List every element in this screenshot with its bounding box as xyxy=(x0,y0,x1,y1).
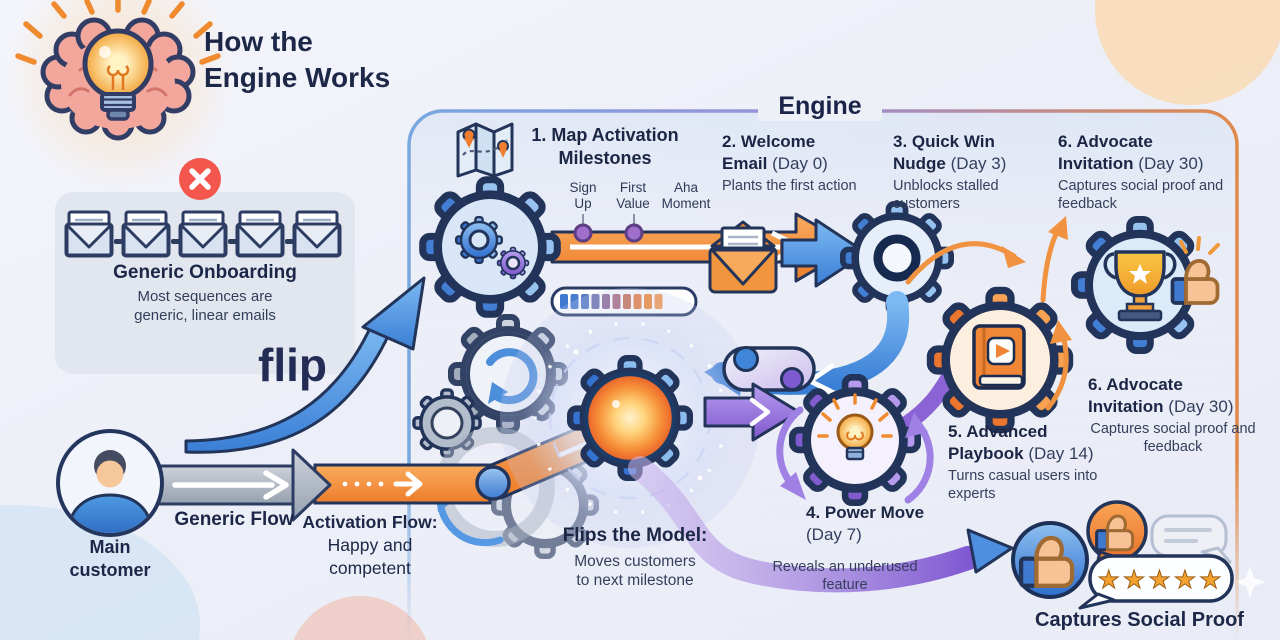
flow-dots xyxy=(342,471,423,497)
star-rating: ★★★★★ xyxy=(1097,565,1224,594)
step-6-top-title: 6. Advocate Invitation xyxy=(1058,132,1153,174)
sparkle-icon xyxy=(1234,566,1266,598)
email-sequence-icons xyxy=(64,210,342,258)
generic-flow-arrow xyxy=(156,448,332,522)
social-proof-caption: Captures Social Proof xyxy=(1035,609,1244,631)
step-6-top-block: 6. Advocate Invitation (Day 30) Captures… xyxy=(1058,131,1230,214)
flips-model-title: Flips the Model: xyxy=(562,525,708,546)
step-2-block: 2. Welcome Email (Day 0) Plants the firs… xyxy=(722,131,860,196)
step-5-day: (Day 14) xyxy=(1028,444,1094,464)
step-6-mid-day: (Day 30) xyxy=(1168,397,1234,417)
step-1-title: 1. Map Activation Milestones xyxy=(531,125,679,169)
arrow-central-to-power xyxy=(703,382,801,442)
activation-flow-label-bold: Activation Flow: xyxy=(302,512,438,532)
step-6-top-day: (Day 30) xyxy=(1138,154,1204,174)
step-4-title-block: 4. Power Move (Day 7) xyxy=(806,502,938,546)
star-rating-badge: ★★★★★ xyxy=(1078,554,1234,610)
decor-circle-bottom-center xyxy=(293,596,427,640)
lightbulb-icon xyxy=(817,393,893,461)
decor-circle-bottom-left xyxy=(0,505,200,640)
step-4-day: (Day 7) xyxy=(806,525,862,545)
step-4-desc: Reveals an underused feature xyxy=(772,559,918,593)
power-gear-icon xyxy=(792,377,917,502)
step-3-desc: Unblocks stalled customers xyxy=(893,178,999,213)
trophy-icon xyxy=(1103,250,1177,322)
step-2-day: (Day 0) xyxy=(772,154,828,174)
customer-avatar xyxy=(56,429,164,537)
tick-aha-moment: Aha Moment xyxy=(661,180,711,211)
milestones-gear-icon xyxy=(423,180,558,315)
step-3-day: (Day 3) xyxy=(950,154,1007,174)
advocate-thumbs-up-icon xyxy=(1170,236,1220,305)
map-icon xyxy=(456,122,514,178)
activation-flow-label-rest: Happy and competent xyxy=(327,534,413,578)
step-3-block: 3. Quick Win Nudge (Day 3) Unblocks stal… xyxy=(893,131,1043,214)
playbook-gear-icon xyxy=(930,290,1069,429)
step-2-desc: Plants the first action xyxy=(722,178,857,195)
page-title: How the Engine Works xyxy=(204,26,391,94)
tick-first-value: First Value xyxy=(616,180,650,211)
step-6-mid-block: 6. Advocate Invitation (Day 30) Captures… xyxy=(1088,374,1258,457)
step-6-mid-title: 6. Advocate Invitation xyxy=(1088,375,1183,417)
pivot-joint xyxy=(475,465,511,501)
advocate-gear-icon xyxy=(1074,219,1205,350)
generic-onboarding-card xyxy=(55,158,355,374)
step-4-title: 4. Power Move xyxy=(806,503,925,522)
step-6-mid-desc: Captures social proof and feedback xyxy=(1090,421,1256,456)
step-5-desc: Turns casual users into experts xyxy=(948,468,1098,503)
thumbs-circle-icon xyxy=(1011,521,1089,599)
toggle-icon xyxy=(722,346,816,392)
milestone-dots xyxy=(573,214,644,243)
error-x-icon xyxy=(179,158,221,200)
brain-lightbulb-icon xyxy=(15,0,221,141)
generic-flow-label: Generic Flow xyxy=(174,509,294,530)
step-3-title: 3. Quick Win Nudge xyxy=(893,132,995,174)
flip-label: flip xyxy=(258,339,327,391)
step-2-title: 2. Welcome Email xyxy=(722,132,816,174)
flips-model-subtitle: Moves customers to next milestone xyxy=(574,552,696,589)
generic-onboarding-subtitle: Most sequences are generic, linear email… xyxy=(134,288,276,324)
arrow-email-to-gear xyxy=(780,218,868,288)
central-gear-icon xyxy=(570,358,690,478)
advocacy-curve-arrows xyxy=(905,216,1072,411)
decor-circle-top-right xyxy=(1095,0,1280,105)
main-customer-label: Main customer xyxy=(69,537,151,580)
welcome-email-icon xyxy=(708,220,778,294)
orbit-arrows xyxy=(776,406,934,504)
flip-arrow xyxy=(184,276,426,454)
generic-onboarding-title: Generic Onboarding xyxy=(113,262,297,283)
step-5-title: 5. Advanced Playbook xyxy=(948,422,1048,464)
social-swoosh-arrow xyxy=(628,456,1014,593)
quickwin-gear-icon xyxy=(843,204,951,312)
step-6-top-desc: Captures social proof and feedback xyxy=(1058,178,1224,213)
flips-model-block: Flips the Model: Moves customers to next… xyxy=(540,524,730,590)
book-icon xyxy=(972,324,1026,390)
engine-panel-title: Engine xyxy=(758,92,882,121)
small-gear-icon xyxy=(412,388,482,458)
activation-flow-label: Activation Flow: Happy and competent xyxy=(296,511,444,579)
tick-sign-up: Sign Up xyxy=(569,180,597,211)
step-5-block: 5. Advanced Playbook (Day 14) Turns casu… xyxy=(948,421,1116,504)
